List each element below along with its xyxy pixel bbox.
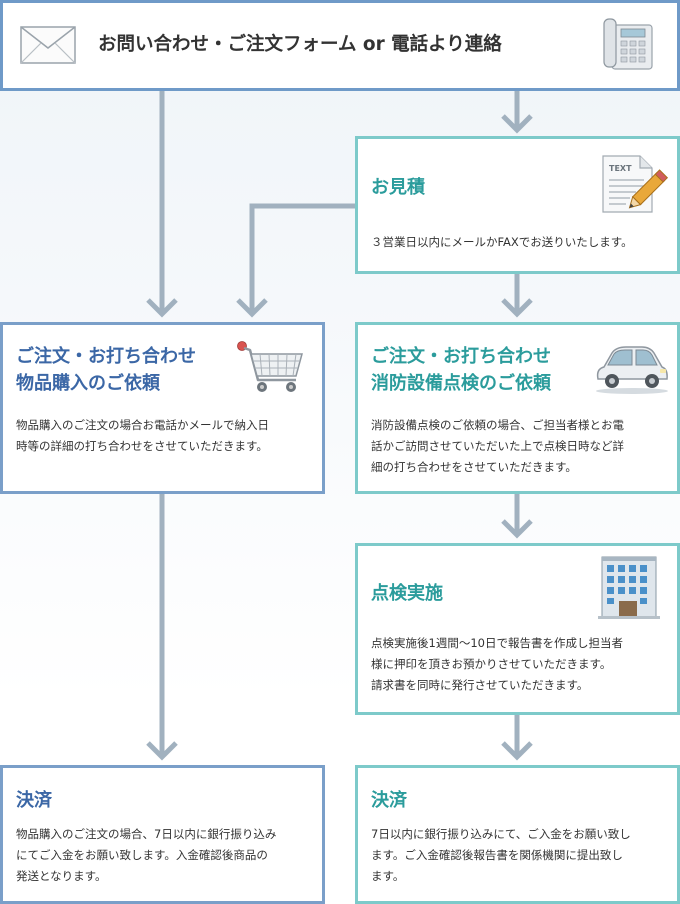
svg-text:TEXT: TEXT: [609, 164, 632, 173]
payment-left-box: [0, 765, 325, 904]
inspection-box: [355, 543, 680, 715]
estimate-text: ３営業日以内にメールかFAXでお送りいたします。: [371, 235, 633, 249]
arrowhead-payment-left: [146, 741, 178, 761]
building-icon: [598, 556, 660, 619]
shopping-cart-icon: [237, 341, 303, 392]
contact-header-title: お問い合わせ・ご注文フォーム or 電話より連絡: [98, 34, 502, 55]
payment-left-text: 物品購入のご注文の場合、7日以内に銀行振り込み にてご入金をお願い致します。入金…: [16, 827, 277, 883]
arrowhead-inspection-order: [501, 298, 533, 318]
arrowhead-payment-right: [501, 741, 533, 761]
payment-right-box: [355, 765, 680, 904]
inspection-text: 点検実施後1週間～10日で報告書を作成し担当者 様に押印を頂きお預かりさせていた…: [371, 636, 623, 692]
telephone-icon: [603, 18, 653, 70]
payment-right-title: 決済: [371, 790, 407, 811]
order-inspection-text: 消防設備点検のご依頼の場合、ご担当者様とお電 話かご訪問させていただいた上で点検…: [371, 418, 624, 474]
order-purchase-box: [0, 322, 325, 494]
payment-left-title: 決済: [16, 790, 52, 811]
arrowhead-inspection: [501, 519, 533, 539]
text-document-pencil-icon: TEXT: [602, 155, 669, 213]
order-purchase-text: 物品購入のご注文の場合お電話かメールで納入日 時等の詳細の打ち合わせをさせていた…: [16, 418, 269, 453]
envelope-icon: [20, 26, 76, 64]
arrowhead-purchase-left: [146, 298, 178, 318]
contact-header-box: [0, 0, 680, 91]
car-icon: [596, 346, 668, 394]
estimate-title: お見積: [371, 177, 425, 198]
connector-estimate-to-purchase: [249, 203, 357, 312]
order-inspection-title: ご注文・お打ち合わせ 消防設備点検のご依頼: [371, 346, 551, 394]
arrowhead-estimate: [501, 114, 533, 134]
order-purchase-title: ご注文・お打ち合わせ 物品購入のご依頼: [16, 346, 196, 394]
arrowhead-purchase-right: [236, 298, 268, 318]
payment-right-text: 7日以内に銀行振り込みにて、ご入金をお願い致し ます。ご入金確認後報告書を関係機…: [371, 827, 631, 883]
inspection-title: 点検実施: [371, 583, 443, 604]
